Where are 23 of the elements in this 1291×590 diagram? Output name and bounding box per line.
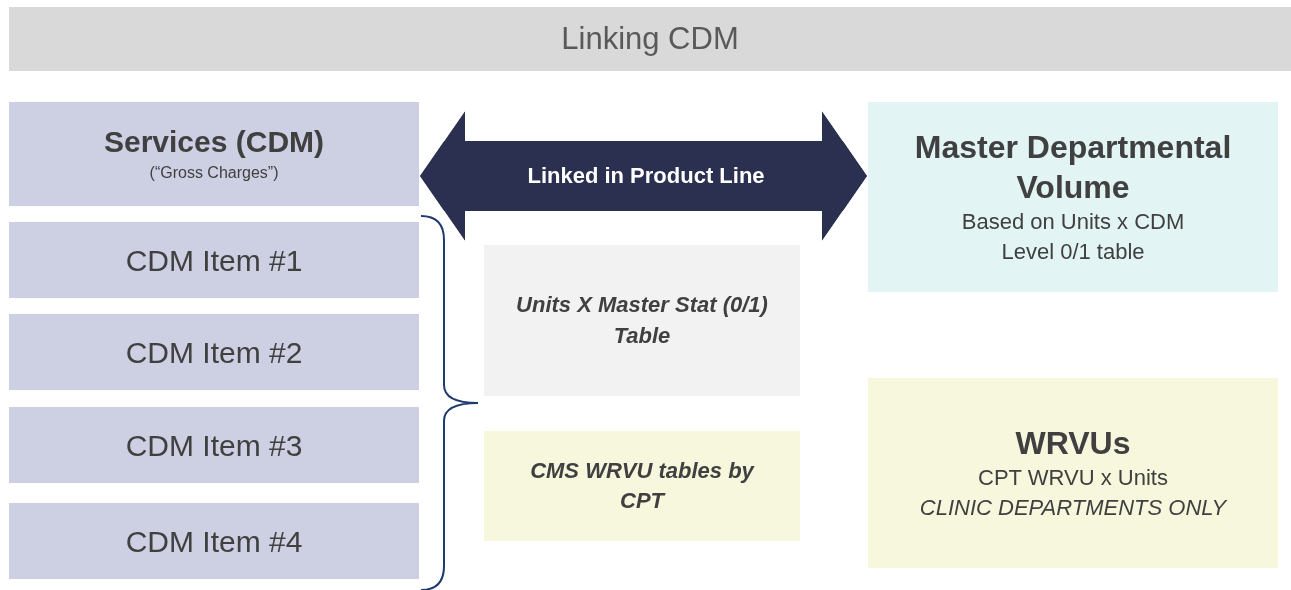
- box-text: Based on Units x CDM Level 0/1 table: [960, 207, 1186, 266]
- box-heading: CDM Item #1: [125, 242, 303, 279]
- item-box: [9, 407, 419, 483]
- box-heading: Units X Master Stat (0/1) Table: [515, 291, 769, 350]
- item-box: [9, 222, 419, 298]
- box-heading: Master Departmental Volume: [913, 127, 1233, 207]
- box-heading: CDM Item #3: [125, 427, 303, 464]
- text-box: [9, 102, 419, 206]
- box-heading: WRVUs: [1014, 423, 1132, 463]
- text-box: [868, 378, 1278, 568]
- box-text: (“Gross Charges”): [149, 162, 279, 183]
- box-heading: CDM Item #4: [125, 523, 303, 560]
- item-box: [9, 314, 419, 390]
- box-text: CPT WRVU x Units: [977, 463, 1169, 492]
- text-box: [484, 431, 800, 541]
- text-box: [868, 102, 1278, 292]
- box-heading: CDM Item #2: [125, 334, 303, 371]
- item-box: [9, 503, 419, 579]
- box-heading: CMS WRVU tables by CPT: [529, 456, 756, 515]
- box-heading: Services (CDM): [103, 124, 325, 161]
- double-arrow: [420, 111, 867, 241]
- title-band: Linking CDM: [9, 7, 1291, 71]
- box-text: CLINIC DEPARTMENTS ONLY: [919, 494, 1227, 522]
